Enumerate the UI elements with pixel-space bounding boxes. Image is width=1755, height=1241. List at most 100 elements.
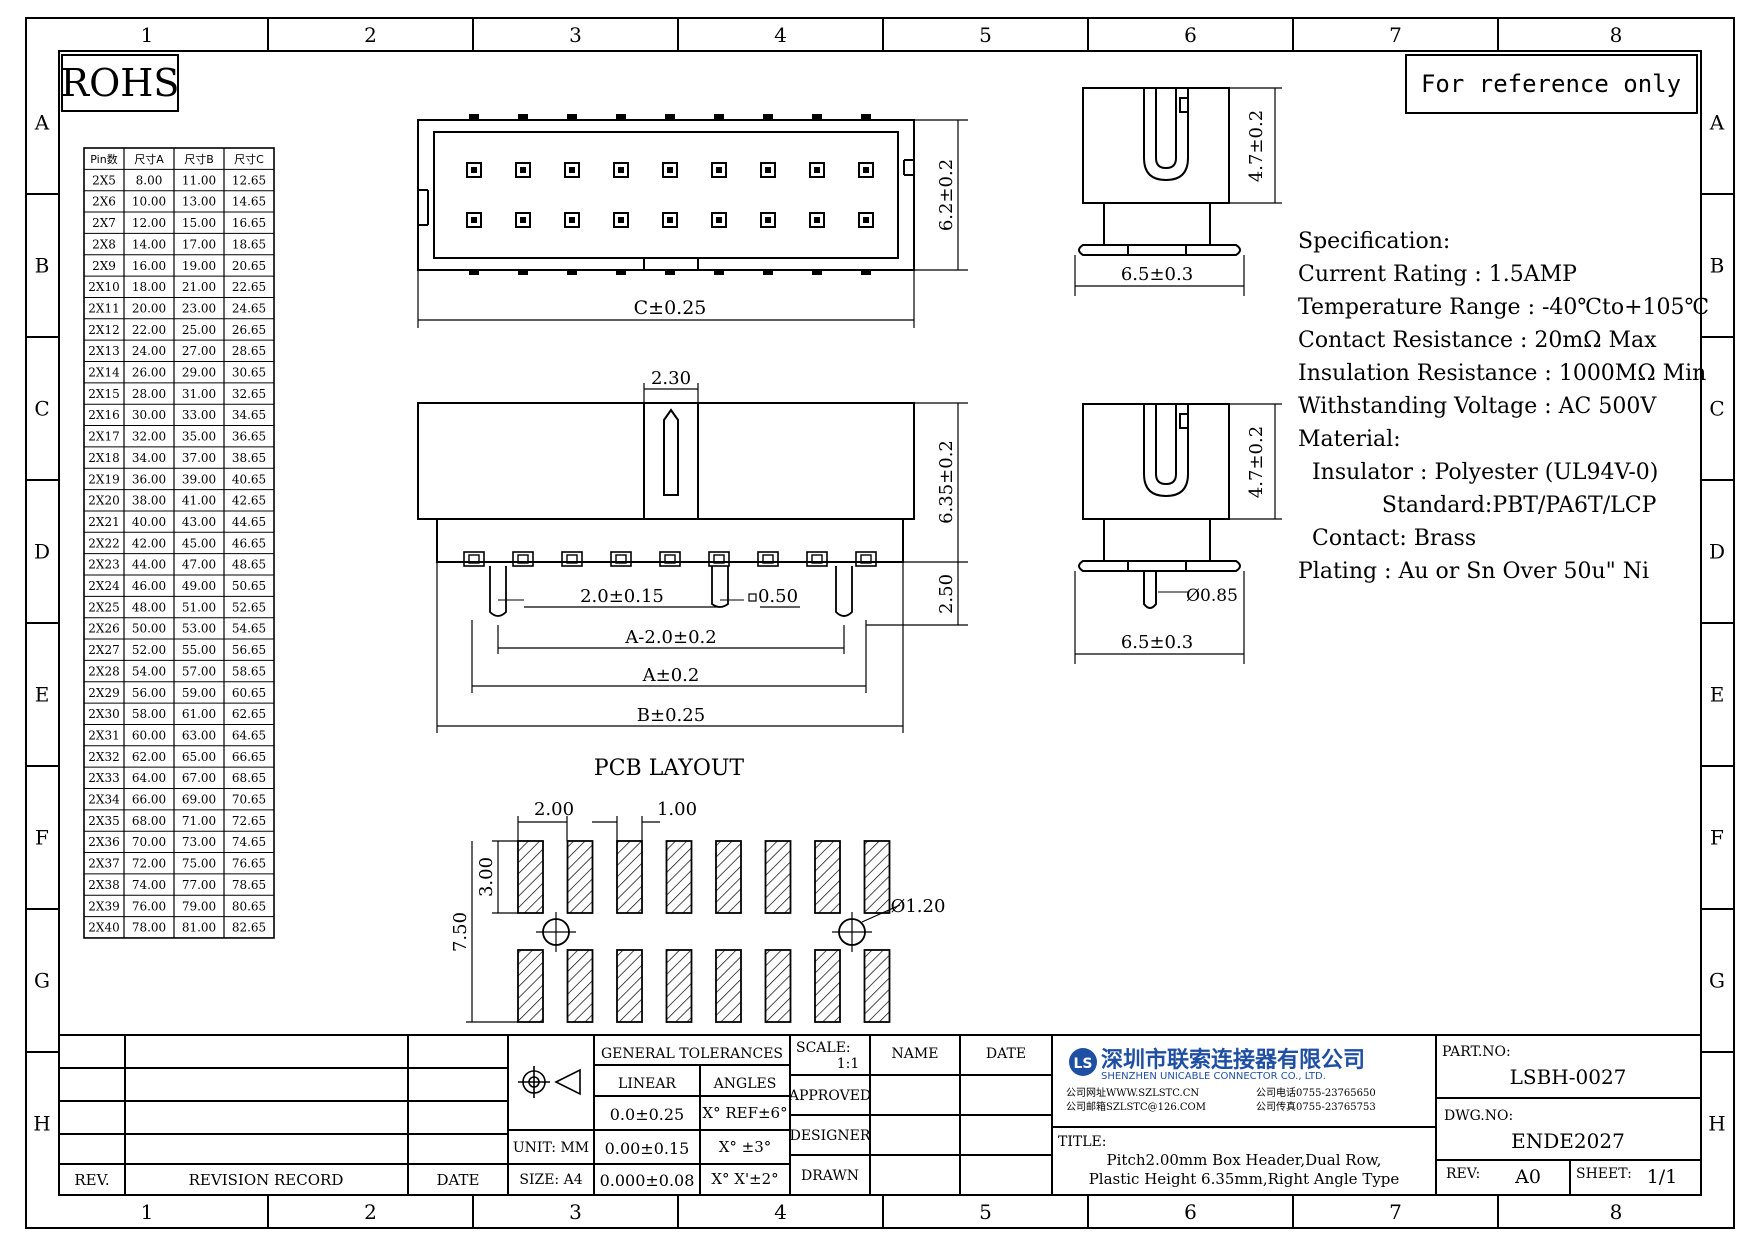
pin-table-cell: 39.00 (182, 472, 216, 486)
pin-table-cell: 2X18 (88, 451, 119, 465)
front-view (417, 402, 915, 563)
grid-column-label: 1 (141, 1200, 154, 1224)
sheet-value: 1/1 (1647, 1166, 1678, 1188)
pin-table-cell: 12.65 (232, 173, 266, 187)
pcb-pad (863, 949, 891, 1023)
pin-square (515, 212, 531, 228)
pin-table-cell: 2X7 (92, 216, 116, 230)
company-fax: 公司传真0755-23765753 (1256, 1100, 1376, 1113)
pin-table-cell: 2X37 (88, 857, 119, 871)
grid-column-label: 6 (1184, 1200, 1197, 1224)
company-name-cn: 深圳市联索连接器有限公司 (1101, 1047, 1365, 1073)
dim-a-minus: A-2.0±0.2 (624, 627, 716, 648)
grid-column-label: 4 (774, 1200, 787, 1224)
pin-table-cell: 42.65 (232, 494, 266, 508)
dim-pin-square: 0.50 (758, 586, 798, 607)
pin-square (858, 162, 874, 178)
pin-table-cell: 75.00 (182, 857, 216, 871)
spec-line: Insulation Resistance : 1000MΩ Min (1298, 361, 1706, 386)
pin-square (515, 162, 531, 178)
pin-center (814, 167, 820, 173)
pin-table-cell: 55.00 (182, 643, 216, 657)
pin-table-cell: 2X35 (88, 814, 119, 828)
pin-table-cell: 2X8 (92, 237, 116, 251)
pin-table-cell: 74.00 (132, 878, 166, 892)
pin-table-cell: 2X23 (88, 558, 119, 572)
pin-center (716, 217, 722, 223)
pin-table-cell: 21.00 (182, 280, 216, 294)
grid-row-label: F (1710, 826, 1724, 850)
svg-text:LS: LS (1073, 1056, 1092, 1072)
pin-table-cell: 51.00 (182, 600, 216, 614)
pin-tab (616, 270, 626, 275)
pin-table-cell: 16.00 (132, 259, 166, 273)
pin-tab (567, 270, 577, 275)
pin-table-cell: 53.00 (182, 622, 216, 636)
pin-table-cell: 15.00 (182, 216, 216, 230)
revision-record-header: REVISION RECORD (189, 1171, 344, 1189)
pin-table-cell: 64.00 (132, 771, 166, 785)
company-email: 公司邮箱SZLSTC@126.COM (1066, 1100, 1206, 1113)
pin-table-cell: 2X32 (88, 750, 119, 764)
pin-table-cell: 2X14 (88, 366, 120, 380)
pin-table-cell: 64.65 (232, 728, 266, 742)
pin-table-cell: 13.00 (182, 195, 216, 209)
pin-table-cell: 69.00 (182, 793, 216, 807)
pin-table-header: 尺寸B (184, 152, 214, 166)
side-view-top (1074, 87, 1282, 296)
pin-head-inner (860, 554, 872, 564)
top-view (417, 119, 915, 271)
spec-line: Temperature Range : -40℃to+105℃ (1298, 295, 1709, 320)
pcb-pad (764, 840, 792, 914)
dwg-no: ENDE2027 (1511, 1129, 1625, 1153)
pin-table-cell: 54.00 (132, 664, 166, 678)
pin-table-cell: 38.65 (232, 451, 266, 465)
pin-table-cell: 27.00 (182, 344, 216, 358)
pin-table-cell: 62.65 (232, 707, 266, 721)
pin-table-cell: 62.00 (132, 750, 166, 764)
pin-table-cell: 74.65 (232, 835, 266, 849)
pin-square (809, 162, 825, 178)
grid-row-label: E (1710, 683, 1725, 707)
dwg-no-label: DWG.NO: (1444, 1108, 1513, 1124)
pin-head-inner (468, 554, 480, 564)
spec-line: Contact Resistance : 20mΩ Max (1298, 328, 1657, 353)
pin-table-cell: 2X25 (88, 600, 119, 614)
pcb-pad (665, 840, 693, 914)
pin-square (711, 162, 727, 178)
grid-row-label: G (34, 969, 50, 993)
pin-table-cell: 72.00 (132, 857, 166, 871)
pin-table-cell: 42.00 (132, 536, 166, 550)
pin-table-cell: 65.00 (182, 750, 216, 764)
pin-tab (616, 114, 626, 120)
pin-head (610, 551, 632, 567)
pin-center (765, 167, 771, 173)
pin-table-cell: 59.00 (182, 686, 216, 700)
side-base (1103, 202, 1211, 246)
pin-table-cell: 60.00 (132, 728, 166, 742)
scale-value: 1:1 (837, 1056, 860, 1072)
pin-square (711, 212, 727, 228)
pin-table-cell: 2X21 (88, 515, 119, 529)
pin-table-cell: 18.00 (132, 280, 166, 294)
grid-column-label: 1 (141, 23, 154, 47)
projection-symbol (518, 1066, 581, 1098)
side-pin (1143, 571, 1157, 609)
pin-center (863, 217, 869, 223)
pin-table-cell: 60.65 (232, 686, 266, 700)
pcb-pad (764, 949, 792, 1023)
through-pin (489, 566, 507, 617)
pin-table-cell: 2X10 (88, 280, 119, 294)
pin-table-cell: 2X22 (88, 536, 119, 550)
angle-tolerance-3: X° X'±2° (711, 1170, 778, 1188)
spec-line: Specification: (1298, 229, 1450, 254)
title-block-lines (59, 1034, 1701, 1195)
pcb-pad (814, 949, 841, 1023)
pin-table-cell: 56.00 (132, 686, 166, 700)
pin-table-cell: 14.00 (132, 237, 166, 251)
pin-center (569, 217, 575, 223)
grid-column-label: 5 (979, 23, 992, 47)
pin-table-cell: 58.00 (132, 707, 166, 721)
pin-center (667, 217, 673, 223)
